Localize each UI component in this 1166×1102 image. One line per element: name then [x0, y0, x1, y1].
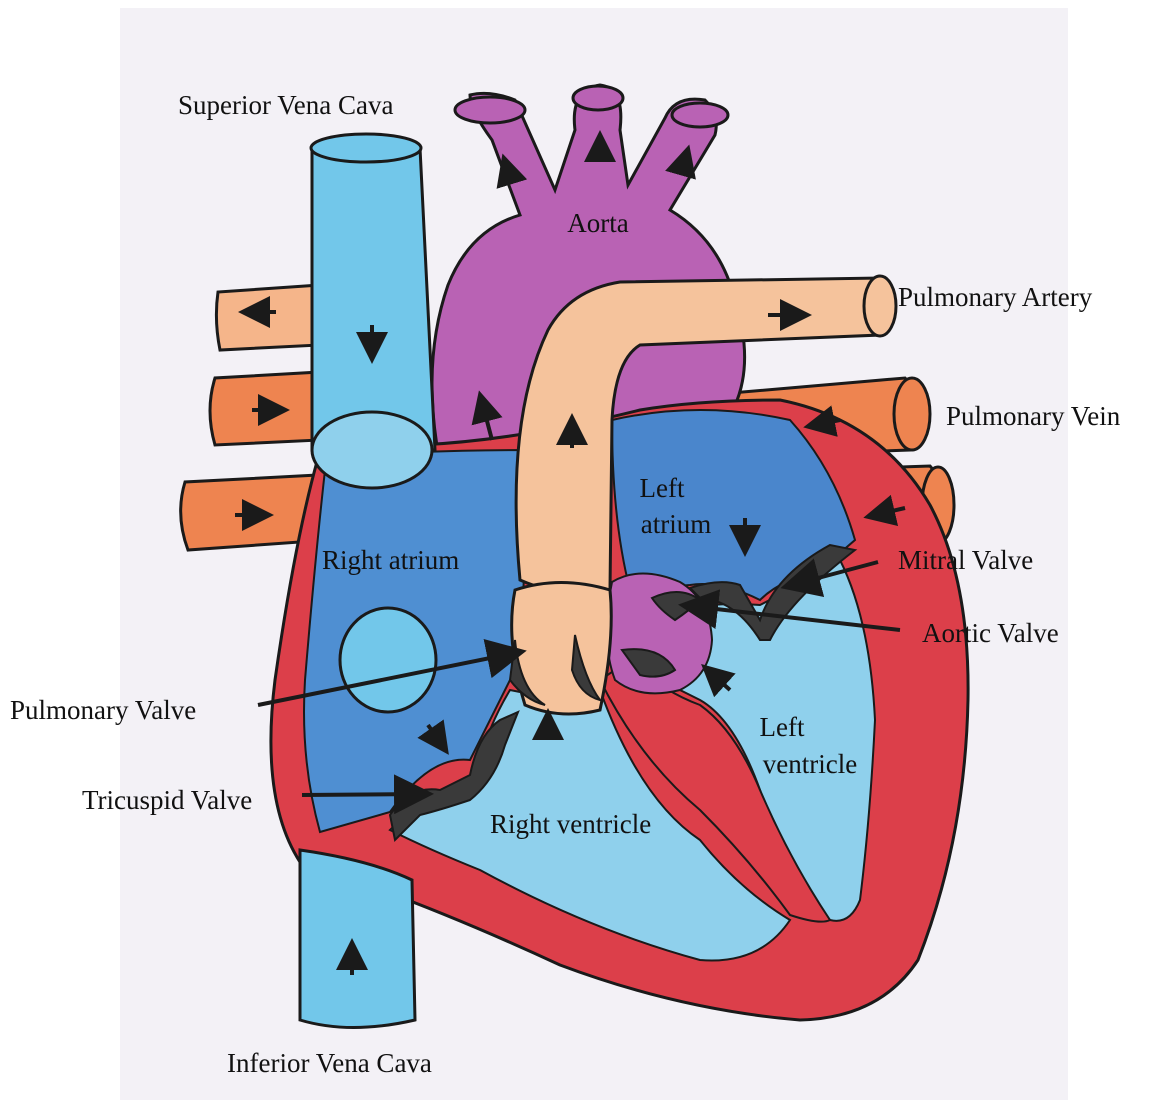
label-tricuspid-valve: Tricuspid Valve [82, 787, 252, 814]
label-right-ventricle: Right ventricle [490, 811, 651, 838]
label-right-atrium: Right atrium [322, 547, 459, 574]
label-aortic-valve: Aortic Valve [922, 620, 1059, 647]
superior-vena-cava [311, 134, 435, 488]
label-left-ventricle-line2: ventricle [763, 751, 857, 778]
right-pulmonary-vessels [181, 285, 320, 550]
label-inferior-vena-cava: Inferior Vena Cava [227, 1050, 432, 1077]
label-aorta: Aorta [567, 210, 628, 237]
label-pulmonary-vein: Pulmonary Vein [946, 403, 1120, 430]
right-pulmonary-artery-branch [216, 285, 320, 350]
label-pulmonary-valve: Pulmonary Valve [10, 697, 196, 724]
label-left-atrium-line1: Left [640, 475, 685, 502]
label-superior-vena-cava: Superior Vena Cava [178, 92, 393, 119]
label-mitral-valve: Mitral Valve [898, 547, 1033, 574]
label-left-atrium-line2: atrium [641, 511, 711, 538]
label-pulmonary-artery: Pulmonary Artery [898, 284, 1092, 311]
label-left-ventricle-line1: Left [760, 714, 805, 741]
tricuspid-valve-pointer [302, 794, 422, 795]
